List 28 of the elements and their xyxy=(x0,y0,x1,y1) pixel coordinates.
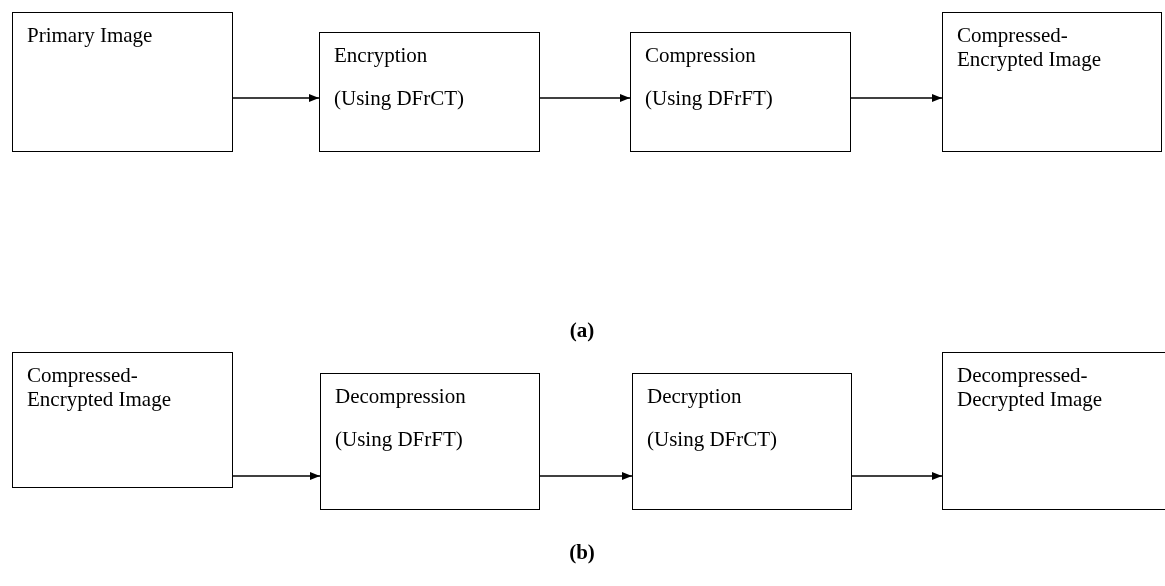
process-box xyxy=(320,373,540,510)
box-text: Decompressed- Decrypted Image xyxy=(957,363,1104,411)
box-text: Compressed- Encrypted Image xyxy=(27,363,173,411)
box-text: Compressed- Encrypted Image xyxy=(957,23,1103,71)
arrow xyxy=(232,472,321,480)
process-box xyxy=(942,12,1162,152)
process-box xyxy=(12,12,233,152)
box-text: (Using DFrCT) xyxy=(334,86,466,110)
process-box xyxy=(12,352,233,488)
arrow xyxy=(850,94,943,102)
box-text: (Using DFrFT) xyxy=(335,427,464,451)
process-box xyxy=(942,352,1165,510)
figure-label: (a) xyxy=(569,318,595,343)
figure-label: (b) xyxy=(569,540,595,565)
box-text: (Using DFrFT) xyxy=(645,86,774,110)
process-box xyxy=(630,32,851,152)
box-text: Decompression xyxy=(335,384,467,408)
box-text: Encryption xyxy=(334,43,429,67)
arrow xyxy=(539,94,631,102)
arrow xyxy=(851,472,943,480)
box-text: Decryption xyxy=(647,384,743,408)
arrow xyxy=(539,472,633,480)
arrow xyxy=(232,94,320,102)
box-text: (Using DFrCT) xyxy=(647,427,779,451)
process-box xyxy=(632,373,852,510)
box-text: Compression xyxy=(645,43,757,67)
process-box xyxy=(319,32,540,152)
box-text: Primary Image xyxy=(27,23,154,47)
